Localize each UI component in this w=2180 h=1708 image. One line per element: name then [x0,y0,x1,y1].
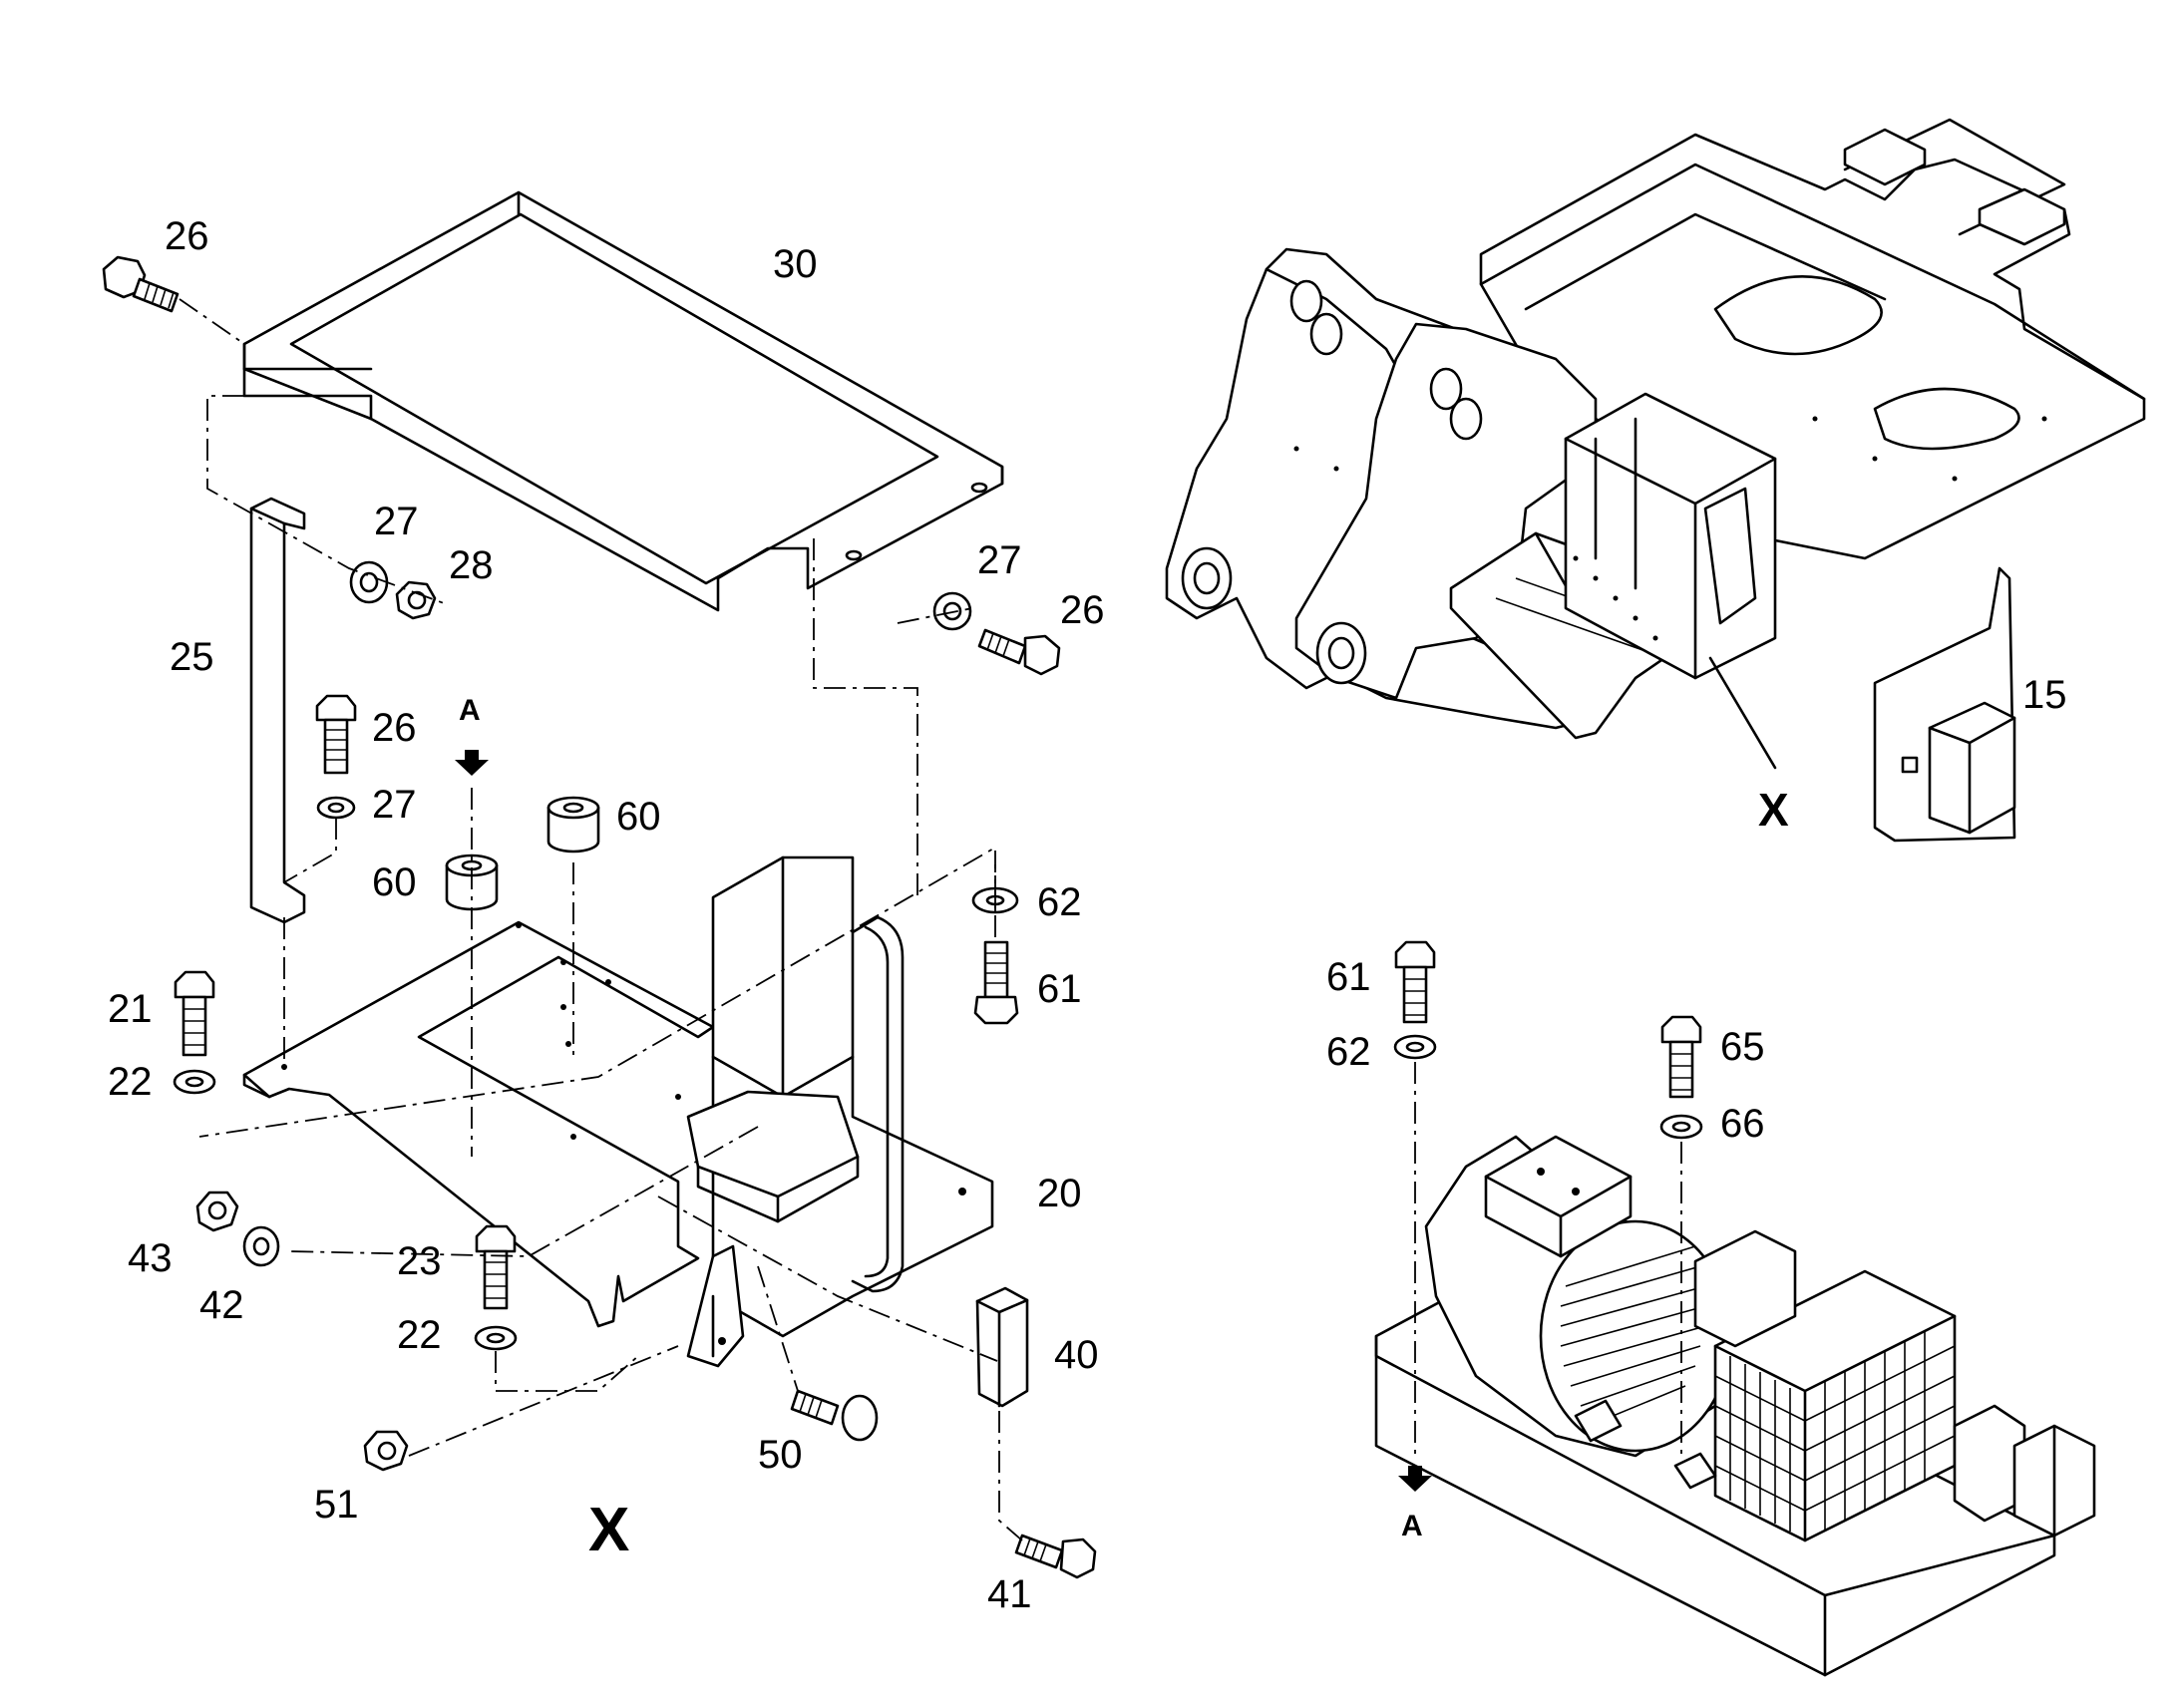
label-27-left: 27 [374,500,419,543]
label-60-right: 60 [616,795,661,839]
label-40: 40 [1054,1333,1099,1377]
cover-plate-30 [242,190,1004,612]
label-62-center: 62 [1037,880,1082,924]
bolt-26-center [315,694,357,775]
label-A-left: A [459,694,481,727]
label-X-frame: X [1758,784,1789,836]
nut-51 [363,1430,409,1472]
label-66: 66 [1720,1102,1765,1146]
label-62-motor: 62 [1326,1030,1371,1074]
bolt-41 [1014,1534,1097,1579]
washer-27-c [316,796,356,820]
assembly-centerlines-left [179,298,1023,1541]
washer-27-a [349,560,389,604]
label-21: 21 [108,987,153,1031]
bolt-21 [174,970,215,1057]
view-arrow-a-right [1398,1466,1432,1492]
label-22-center: 22 [397,1313,442,1357]
label-20: 20 [1037,1172,1082,1215]
label-26-right: 26 [1060,588,1105,632]
washer-22-b [474,1325,518,1351]
label-61-motor: 61 [1326,955,1371,999]
motor-pump-unit [1374,1135,2096,1677]
spacer-60-b [546,796,600,854]
label-28: 28 [449,543,494,587]
base-plate [242,920,715,1328]
part-number-labels: 26 30 27 28 25 27 26 A 26 27 60 60 62 61… [108,214,2067,1616]
label-26-center: 26 [372,706,417,750]
label-65: 65 [1720,1025,1765,1069]
bolt-61-a [973,940,1019,1025]
label-25: 25 [170,635,214,679]
label-A-right: A [1401,1510,1423,1542]
strap-25 [249,497,306,924]
label-22-left: 22 [108,1060,153,1104]
label-61-center: 61 [1037,967,1082,1011]
assembly-centerlines-right [1414,1062,1682,1461]
label-41: 41 [987,1572,1032,1616]
label-15: 15 [2022,673,2067,717]
side-cover-15 [1873,566,2016,843]
nut-43 [195,1191,239,1232]
bolt-26-right [977,628,1061,676]
bolt-65 [1660,1015,1702,1099]
label-27-center: 27 [372,783,417,827]
label-42: 42 [199,1283,244,1327]
washer-66 [1659,1114,1703,1140]
label-43: 43 [128,1236,173,1280]
label-51: 51 [314,1483,359,1527]
washer-22-a [173,1069,216,1095]
label-26-top: 26 [165,214,209,258]
label-23: 23 [397,1239,442,1283]
spacer-60-a [445,854,499,911]
bolt-23 [475,1224,517,1310]
label-50: 50 [758,1433,803,1477]
label-detail-X: X [588,1496,629,1564]
bolt-26-top-left [102,255,180,313]
machine-frame-view [1165,118,2146,770]
nut-28 [395,580,437,620]
washer-62-b [1393,1034,1437,1060]
label-27-right: 27 [977,538,1022,582]
view-arrow-a-left [455,750,489,776]
clip-40 [975,1286,1029,1408]
label-60-left: 60 [372,860,417,904]
washer-27-b [932,591,972,631]
screw-50 [790,1389,879,1442]
housing-20 [686,855,994,1368]
label-30: 30 [773,242,818,286]
washer-42 [242,1225,280,1267]
bolt-61-b [1394,940,1436,1024]
